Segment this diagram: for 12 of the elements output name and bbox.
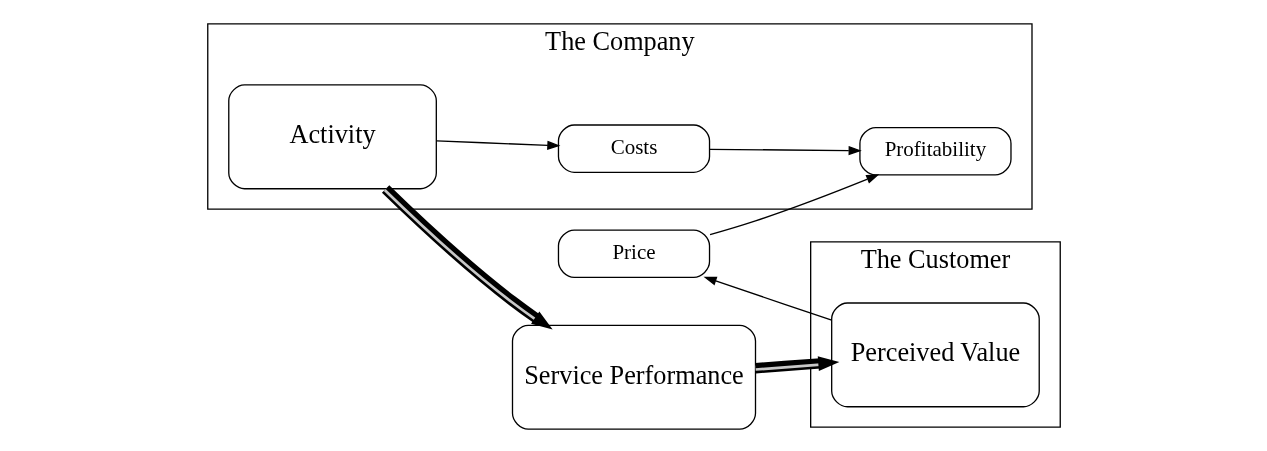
node-box: Price [557,229,710,279]
arrow [754,356,839,374]
arrow [435,140,560,150]
node-box: Perceived Value [830,302,1040,408]
node-box: Profitability [858,127,1012,176]
node-box: Service Performance [511,324,756,430]
node-box: Costs [557,124,710,173]
arrow [708,174,879,236]
arrow [381,185,553,330]
arrow [703,276,832,321]
arrow [708,145,862,156]
node-box: Activity [227,84,437,190]
